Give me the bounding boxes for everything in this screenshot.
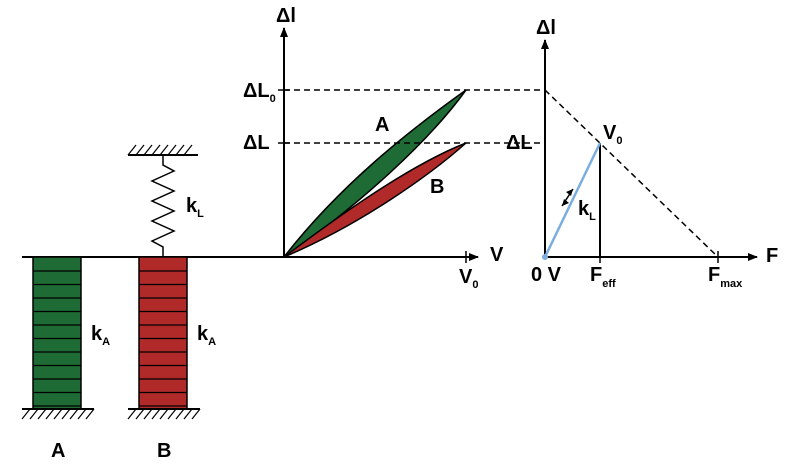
stack-a [32,256,82,410]
stack-a-label: A [51,440,65,462]
plot2-y-axis-label: Δl [536,17,556,39]
curve-a-label: A [375,114,389,136]
hatch-line [143,144,153,156]
plot1-x-axis-label: V [490,244,504,266]
dashed-line-fmax [544,89,719,258]
hatch-line [135,144,145,156]
plot1-dl0-label: ΔL0 [243,80,276,105]
stack-b [138,256,188,410]
plot2-x-axis-label: F [766,245,778,267]
hatch-line [167,408,177,420]
hatch-line [45,408,55,420]
hatch-line [183,408,193,420]
hatch-line [53,408,63,420]
hatch-line [167,144,177,156]
ground-hatch-a [21,408,95,420]
hatch-line [77,408,87,420]
stack-a-stiffness-label: kA [91,323,110,348]
hatch-line [159,144,169,156]
plot2-dl-label: ΔL [506,132,533,154]
stack-b-stiffness-label: kA [197,323,216,348]
hatch-line [127,144,137,156]
kl-stiffness-line [543,142,602,258]
hatch-line [127,408,137,420]
plot2-v0-label: V0 [603,122,622,147]
hatch-line [175,144,185,156]
spring-label: kL [186,195,204,220]
hatch-line [135,408,145,420]
hatch-line [143,408,153,420]
plot2-origin-label: 0 V [531,264,562,286]
plot2-kl-label: kL [578,198,596,223]
hatch-line [29,408,39,420]
plot1-dl-label: ΔL [243,132,270,154]
plot2-feff-label: Feff [590,264,616,290]
hysteresis-curve-b [283,142,467,258]
hatch-line [191,408,201,420]
origin-point [542,254,548,260]
plot2-fmax-label: Fmax [708,264,743,290]
hatch-line [69,408,79,420]
curve-b-label: B [430,176,444,198]
stack-b-label: B [157,440,171,462]
hatch-line [85,408,95,420]
hatch-line [151,408,161,420]
plot1-v0-label: V0 [459,266,478,291]
hatch-line [151,144,161,156]
hatch-line [61,408,71,420]
hatch-line [37,408,47,420]
spring-kl [150,155,176,257]
hatch-line [183,144,193,156]
double-arrow-heads-icon [562,189,573,206]
ground-hatch-b [127,408,201,420]
hatch-line [21,408,31,420]
plot1-y-axis-label: Δl [276,5,296,27]
hatch-line [175,408,185,420]
ceiling-hatch [127,144,198,156]
hatch-line [159,408,169,420]
